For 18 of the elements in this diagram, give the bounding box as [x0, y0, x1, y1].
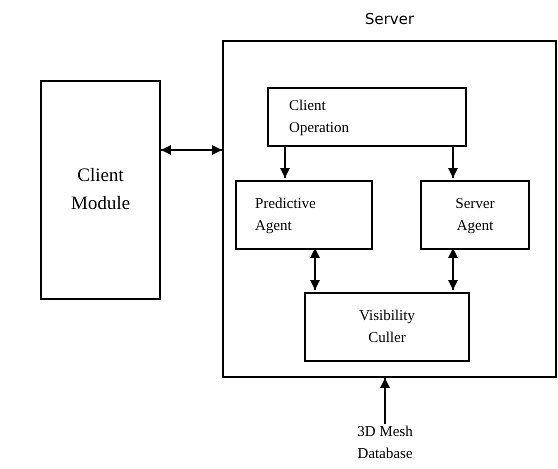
group-title: Server	[364, 10, 416, 28]
node-label: Server Agent	[454, 194, 496, 236]
module-box	[40, 80, 161, 300]
process-box	[420, 180, 530, 250]
arrow	[310, 248, 320, 290]
node-label: Client Module	[70, 164, 132, 216]
node-label: Visibility Culler	[358, 306, 416, 348]
process-box	[235, 180, 373, 250]
node-label: Client Operation	[289, 96, 350, 138]
arrow	[448, 248, 458, 290]
arrow	[448, 145, 458, 178]
arrow	[380, 378, 390, 424]
process-box	[267, 87, 467, 147]
process-box	[304, 292, 470, 362]
node-label: 3D Mesh Database	[356, 422, 414, 464]
arrow	[280, 145, 290, 178]
node-label: Predictive Agent	[255, 194, 317, 236]
arrow	[161, 145, 222, 155]
